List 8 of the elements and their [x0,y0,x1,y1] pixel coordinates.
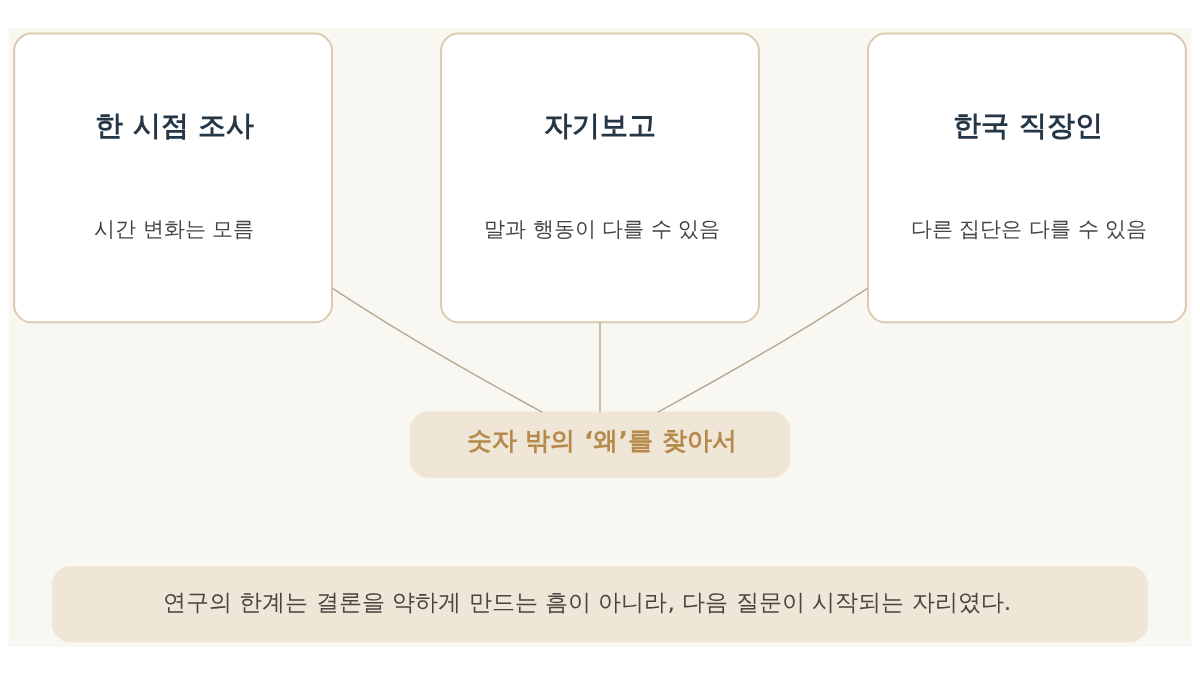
node-box: 연구의 한계는 결론을 약하게 만드는 흠이 아니라, 다음 질문이 시작되는 자리였다. [52,566,1148,643]
node-box: 자기보고 말과 행동이 다를 수 있음 [440,32,760,324]
node-box: 한국 직장인 다른 집단은 다를 수 있음 [867,32,1187,324]
node-box: 숫자 밖의 ‘왜’를 찾아서 [410,411,790,478]
connector [657,287,869,413]
connector [599,321,601,413]
connector [331,287,543,413]
node-box: 한 시점 조사 시간 변화는 모름 [13,32,333,324]
